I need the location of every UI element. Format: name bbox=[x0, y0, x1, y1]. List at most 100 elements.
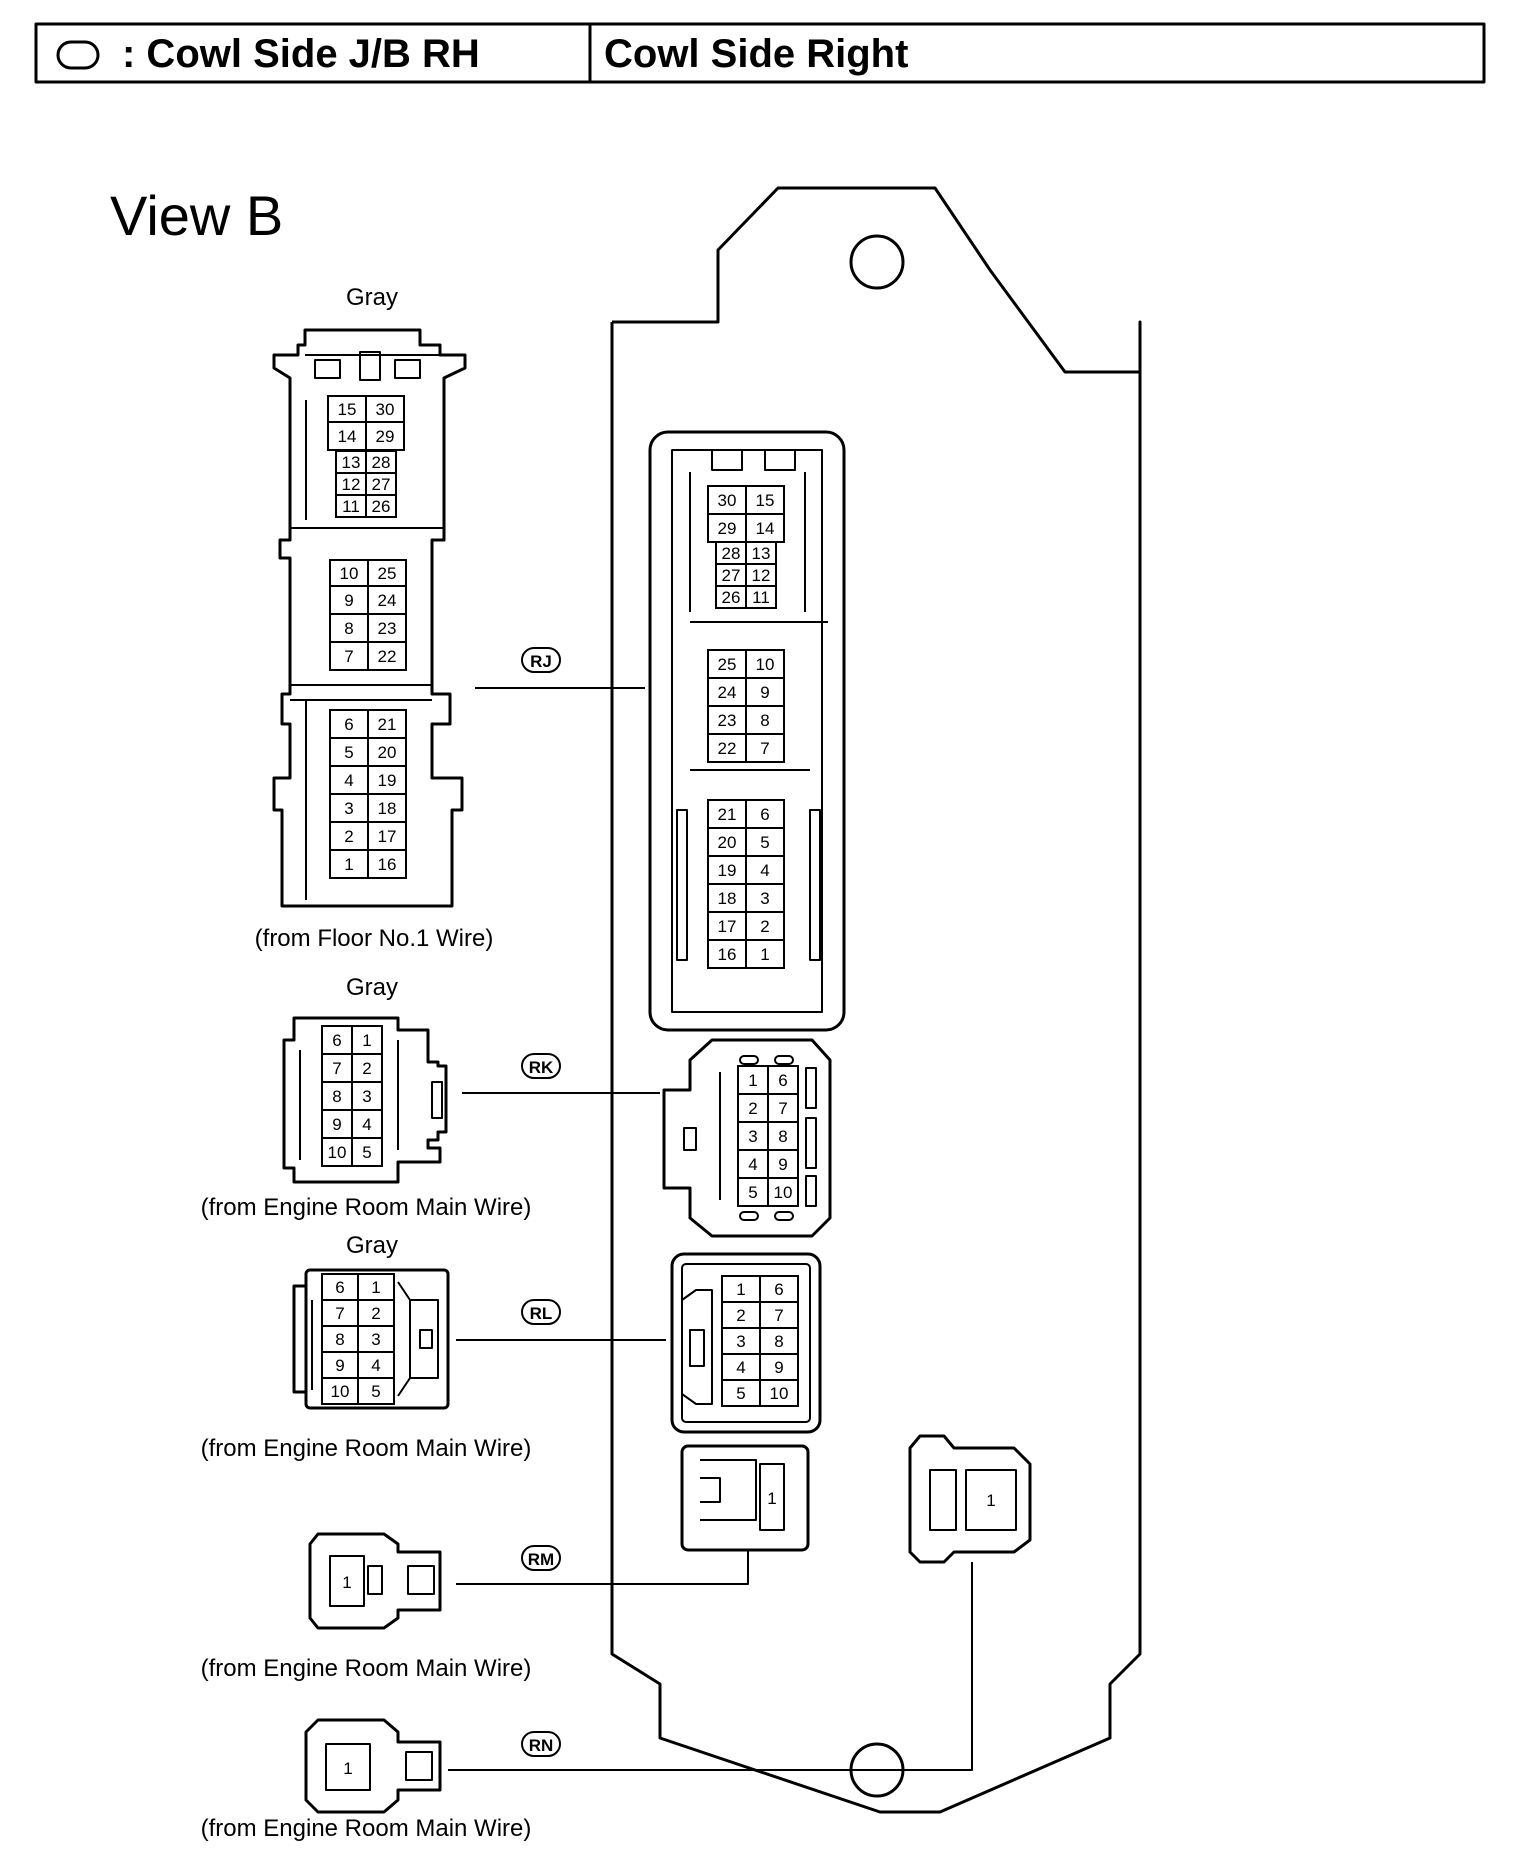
rm-jb-connector: 1 bbox=[680, 1444, 810, 1552]
rj-harness-pin-5: 5 bbox=[344, 743, 353, 762]
rk-harness-pin-6: 6 bbox=[332, 1031, 341, 1050]
location-name: Cowl Side Right bbox=[604, 32, 908, 76]
rj-harness-pin-18: 18 bbox=[378, 799, 397, 818]
rj-jb-pin-13: 13 bbox=[752, 544, 771, 563]
rl-harness-pin-5: 5 bbox=[371, 1382, 380, 1401]
rl-harness-pin-9: 9 bbox=[335, 1356, 344, 1375]
rl-jb-pin-6: 6 bbox=[774, 1280, 783, 1299]
rl-harness-cell bbox=[357, 1377, 395, 1405]
rj-jb-cell bbox=[745, 733, 785, 763]
rj-harness-pin-4: 4 bbox=[344, 771, 353, 790]
rk-jb-pin-2: 2 bbox=[748, 1099, 757, 1118]
rj-jb-pin-17: 17 bbox=[718, 917, 737, 936]
rl-jb-cell bbox=[759, 1379, 799, 1407]
mounting-hole-top bbox=[849, 234, 905, 290]
rj-jb-pin-10: 10 bbox=[756, 655, 775, 674]
rj-jb-pin-15: 15 bbox=[756, 491, 775, 510]
rj-jb-pin-7: 7 bbox=[760, 739, 769, 758]
rk-harness-pin-4: 4 bbox=[362, 1115, 371, 1134]
rl-jb-pin-8: 8 bbox=[774, 1332, 783, 1351]
rj-jb-pin-2: 2 bbox=[760, 917, 769, 936]
rj-jb-pin-26: 26 bbox=[722, 588, 741, 607]
rn-harness-pin: 1 bbox=[343, 1759, 352, 1778]
rk-jb-cell bbox=[767, 1177, 799, 1207]
rj-harness-pin-13: 13 bbox=[342, 453, 361, 472]
rj-jb-pin-18: 18 bbox=[718, 889, 737, 908]
rn-harness-connector: 1 bbox=[304, 1718, 442, 1814]
rj-harness-pin-28: 28 bbox=[372, 453, 391, 472]
rk-harness-pin-10: 10 bbox=[328, 1143, 347, 1162]
rj-harness-pin-7: 7 bbox=[344, 647, 353, 666]
rm-harness-pin: 1 bbox=[342, 1573, 351, 1592]
rl-harness-pin-6: 6 bbox=[335, 1278, 344, 1297]
rj-jb-cell bbox=[745, 585, 777, 609]
svg-text:RN: RN bbox=[529, 1736, 554, 1755]
rk-tag: RK bbox=[521, 1053, 561, 1079]
rj-harness-pin-16: 16 bbox=[378, 855, 397, 874]
rj-jb-pin-24: 24 bbox=[718, 683, 737, 702]
rj-jb-pin-5: 5 bbox=[760, 833, 769, 852]
rj-harness-pin-26: 26 bbox=[372, 497, 391, 516]
rj-jb-pin-27: 27 bbox=[722, 566, 741, 585]
rk-jb-connector bbox=[662, 1038, 832, 1238]
rl-jb-pin-4: 4 bbox=[736, 1358, 745, 1377]
junction-block-outline bbox=[610, 186, 1142, 1814]
rj-jb-pin-30: 30 bbox=[718, 491, 737, 510]
rn-tag: RN bbox=[521, 1731, 561, 1757]
rk-jb-pin-8: 8 bbox=[778, 1127, 787, 1146]
rk-jb-pin-9: 9 bbox=[778, 1155, 787, 1174]
rl-harness-pin-2: 2 bbox=[371, 1304, 380, 1323]
rl-harness-pin-4: 4 bbox=[371, 1356, 380, 1375]
view-title: View B bbox=[110, 184, 283, 247]
rn-jb-connector: 1 bbox=[908, 1434, 1032, 1564]
location-code: : Cowl Side J/B RH bbox=[122, 32, 480, 76]
rl-jb-pin-7: 7 bbox=[774, 1306, 783, 1325]
rl-tag: RL bbox=[521, 1299, 561, 1325]
rj-harness-pin-22: 22 bbox=[378, 647, 397, 666]
location-marker-icon bbox=[56, 40, 100, 70]
rm-harness-connector: 1 bbox=[308, 1532, 442, 1630]
rj-harness-pin-25: 25 bbox=[378, 564, 397, 583]
rj-harness-pin-1: 1 bbox=[344, 855, 353, 874]
rl-jb-pin-3: 3 bbox=[736, 1332, 745, 1351]
rn-source-label: (from Engine Room Main Wire) bbox=[201, 1815, 532, 1842]
rk-jb-pin-5: 5 bbox=[748, 1183, 757, 1202]
rj-harness-pin-8: 8 bbox=[344, 619, 353, 638]
rj-harness-pin-11: 11 bbox=[342, 497, 360, 516]
rj-harness-pin-17: 17 bbox=[378, 827, 397, 846]
header-table: : Cowl Side J/B RH Cowl Side Right bbox=[34, 22, 1486, 84]
rj-harness-cell bbox=[367, 849, 407, 879]
rl-jb-pin-9: 9 bbox=[774, 1358, 783, 1377]
rk-harness-pin-5: 5 bbox=[362, 1143, 371, 1162]
rk-source-label: (from Engine Room Main Wire) bbox=[201, 1194, 532, 1221]
rj-harness-cell bbox=[365, 494, 397, 518]
rj-tag: RJ bbox=[521, 647, 561, 673]
rk-harness-pin-8: 8 bbox=[332, 1087, 341, 1106]
rl-jb-pin-1: 1 bbox=[736, 1280, 745, 1299]
rk-harness-pin-1: 1 bbox=[362, 1031, 371, 1050]
rj-jb-pin-12: 12 bbox=[752, 566, 771, 585]
rj-source-label: (from Floor No.1 Wire) bbox=[255, 925, 494, 952]
rj-jb-pin-11: 11 bbox=[752, 588, 770, 607]
rl-jb-pin-2: 2 bbox=[736, 1306, 745, 1325]
rj-jb-pin-14: 14 bbox=[756, 519, 775, 538]
rk-harness-connector bbox=[282, 1016, 448, 1184]
svg-text:RM: RM bbox=[528, 1550, 554, 1569]
rk-jb-pin-1: 1 bbox=[748, 1071, 757, 1090]
rl-harness-pin-7: 7 bbox=[335, 1304, 344, 1323]
rj-harness-connector bbox=[272, 328, 467, 908]
svg-text:RJ: RJ bbox=[530, 652, 552, 671]
rk-harness-pin-9: 9 bbox=[332, 1115, 341, 1134]
rj-jb-pin-6: 6 bbox=[760, 805, 769, 824]
rj-jb-connector bbox=[648, 430, 846, 1032]
rj-jb-pin-4: 4 bbox=[760, 861, 769, 880]
rj-harness-pin-12: 12 bbox=[342, 475, 361, 494]
rk-color-label: Gray bbox=[346, 974, 398, 1001]
svg-text:RL: RL bbox=[530, 1304, 553, 1323]
rj-harness-pin-14: 14 bbox=[338, 427, 357, 446]
